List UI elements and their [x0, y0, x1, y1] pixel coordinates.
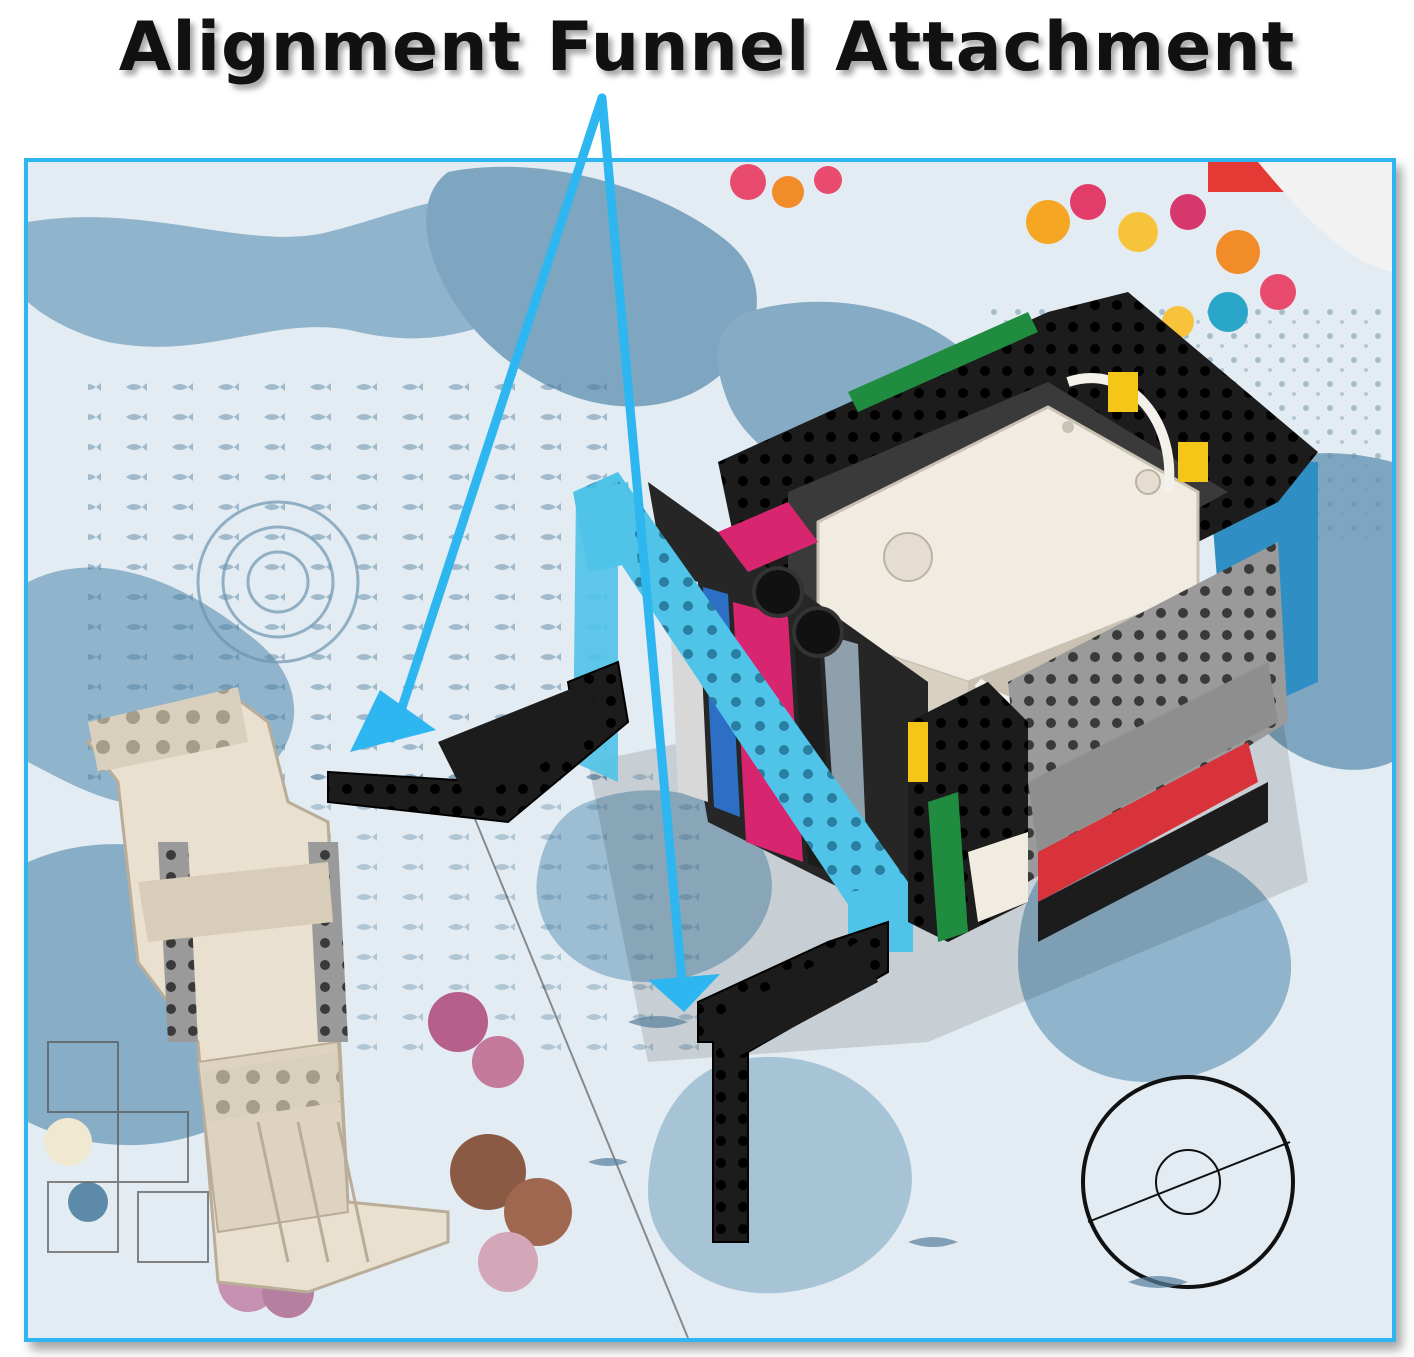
fish-swirl	[196, 500, 360, 664]
page-title: Alignment Funnel Attachment	[118, 8, 1296, 87]
target-circle-icon	[1081, 1075, 1295, 1289]
shark-silhouettes	[588, 1016, 1188, 1288]
gear-icon-2	[792, 606, 844, 658]
mat-grid-tiles	[47, 1041, 209, 1263]
mission-model	[85, 687, 450, 1294]
photo	[28, 162, 1392, 1338]
gear-icon	[752, 566, 804, 618]
robot	[573, 292, 1318, 952]
hub-button-icon	[883, 532, 933, 582]
mat-line	[467, 801, 689, 1338]
photo-frame	[24, 158, 1396, 1342]
coral-cluster	[730, 162, 1392, 338]
